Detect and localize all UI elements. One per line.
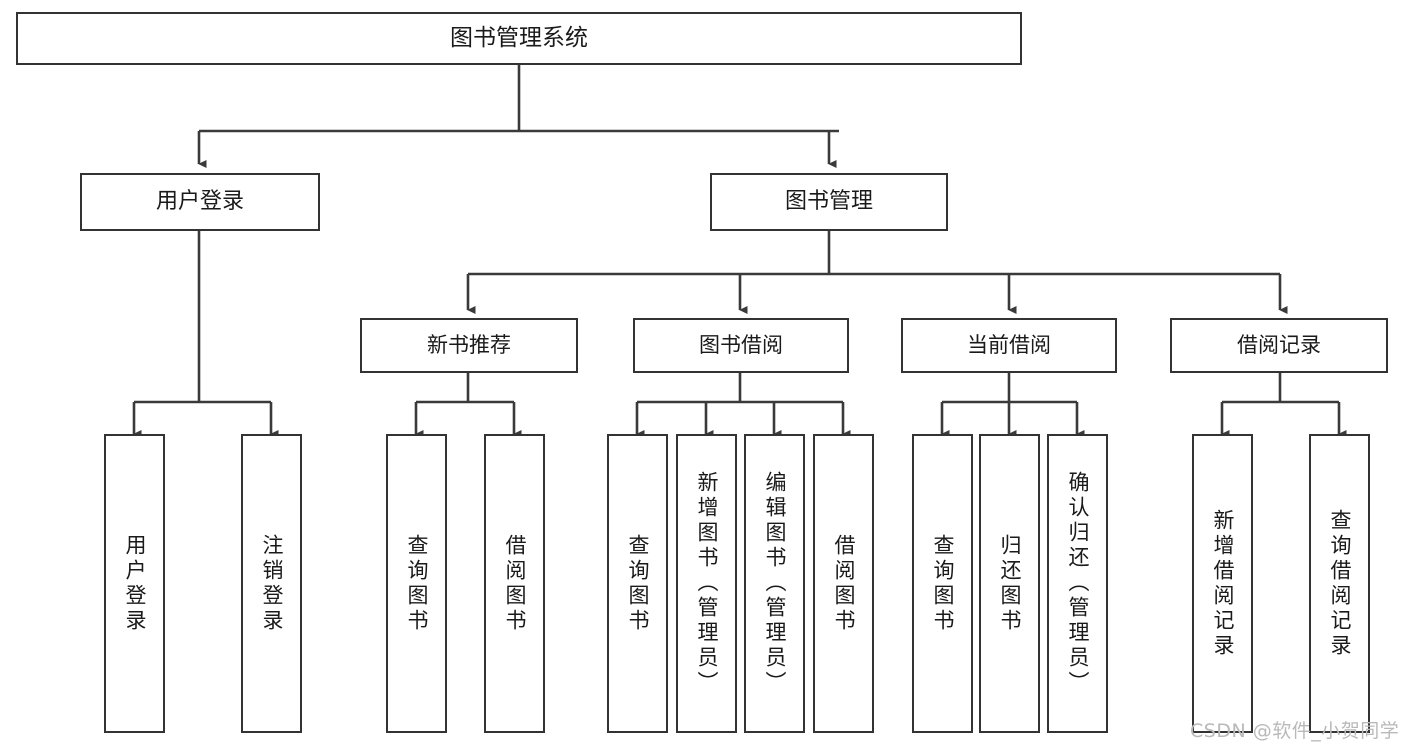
leaf-add-book[interactable]: 新增图书（管理员） — [676, 434, 737, 733]
node-label: 查询图书 — [405, 533, 429, 634]
node-label: 用户登录 — [123, 533, 147, 634]
node-label: 查询借阅记录 — [1328, 508, 1352, 659]
leaf-add-borrow-record[interactable]: 新增借阅记录 — [1192, 434, 1253, 733]
node-label: 查询图书 — [931, 533, 955, 634]
node-new-book-rec[interactable]: 新书推荐 — [360, 318, 578, 373]
leaf-query-book-borrow[interactable]: 查询图书 — [607, 434, 668, 733]
leaf-borrow-book-new-rec[interactable]: 借阅图书 — [484, 434, 545, 733]
node-label: 新书推荐 — [427, 333, 511, 358]
leaf-return-book[interactable]: 归还图书 — [979, 434, 1040, 733]
node-label: 查询图书 — [626, 533, 650, 634]
node-label: 图书管理 — [784, 189, 873, 215]
node-label: 新增图书（管理员） — [695, 471, 719, 696]
node-user-login[interactable]: 用户登录 — [80, 173, 320, 231]
node-label: 借阅图书 — [503, 533, 527, 634]
leaf-confirm-return[interactable]: 确认归还（管理员） — [1047, 434, 1108, 733]
node-label: 用户登录 — [155, 189, 244, 215]
leaf-logout-login[interactable]: 注销登录 — [241, 434, 302, 733]
node-borrow-record[interactable]: 借阅记录 — [1170, 318, 1388, 373]
node-label: 确认归还（管理员） — [1066, 471, 1090, 696]
watermark-text: CSDN @软件_小贺同学 — [1190, 720, 1400, 742]
node-label: 编辑图书（管理员） — [763, 471, 787, 696]
leaf-query-book-new-rec[interactable]: 查询图书 — [386, 434, 447, 733]
node-root-system[interactable]: 图书管理系统 — [16, 12, 1022, 65]
leaf-query-borrow-record[interactable]: 查询借阅记录 — [1309, 434, 1370, 733]
node-label: 注销登录 — [260, 533, 284, 634]
node-current-borrow[interactable]: 当前借阅 — [901, 318, 1117, 373]
leaf-borrow-book[interactable]: 借阅图书 — [813, 434, 874, 733]
node-label: 借阅记录 — [1237, 333, 1321, 358]
node-label: 归还图书 — [998, 533, 1022, 634]
node-label: 新增借阅记录 — [1211, 508, 1235, 659]
leaf-query-book-current[interactable]: 查询图书 — [912, 434, 973, 733]
leaf-edit-book[interactable]: 编辑图书（管理员） — [744, 434, 805, 733]
node-book-manage[interactable]: 图书管理 — [710, 173, 948, 231]
node-label: 图书管理系统 — [450, 25, 588, 52]
node-label: 当前借阅 — [967, 333, 1051, 358]
node-label: 图书借阅 — [699, 333, 783, 358]
leaf-user-login[interactable]: 用户登录 — [104, 434, 165, 733]
node-label: 借阅图书 — [832, 533, 856, 634]
node-book-borrow[interactable]: 图书借阅 — [633, 318, 849, 373]
